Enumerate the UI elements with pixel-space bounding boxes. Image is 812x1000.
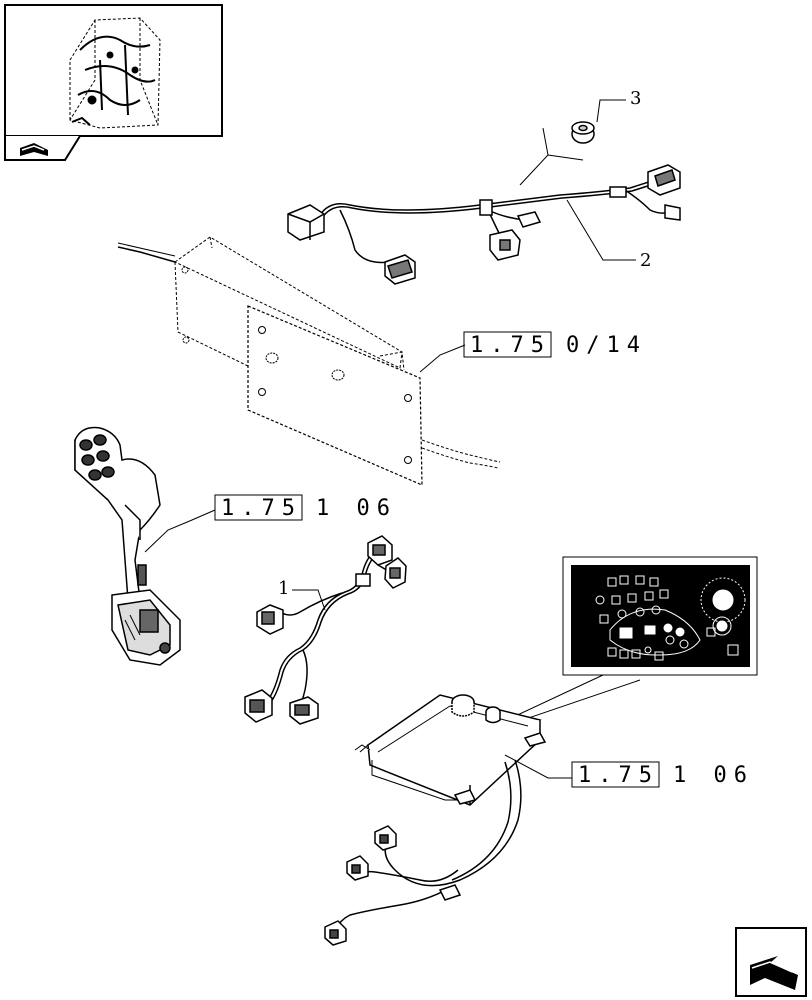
- thumbnail-panel[interactable]: [4, 4, 223, 161]
- reference-b-boxed: 1.75: [221, 496, 302, 521]
- leader-ref-c: [504, 754, 572, 779]
- connector-2a: [287, 204, 325, 241]
- panel-switch-icons: [595, 575, 739, 661]
- connector-1d: [244, 689, 273, 723]
- leader-ref-b: [144, 509, 216, 553]
- reference-b[interactable]: 1.75 1 06: [214, 494, 397, 521]
- book-arrow-icon[interactable]: [20, 143, 48, 156]
- reference-a[interactable]: 1.75 0/14: [463, 331, 647, 358]
- connector-cu-c: [324, 920, 347, 946]
- reference-c-boxed: 1.75: [578, 763, 659, 788]
- reference-a-boxed: 1.75: [470, 333, 551, 358]
- panel-dial: [700, 577, 746, 636]
- connector-2c: [489, 211, 542, 261]
- leader-3: [596, 99, 626, 123]
- next-page-arrow-icon[interactable]: [735, 927, 807, 997]
- leader-1: [292, 589, 326, 611]
- connector-1b: [384, 557, 407, 589]
- leader-2: [566, 199, 636, 261]
- connector-cu-a: [374, 825, 397, 851]
- connector-cu-b: [346, 855, 369, 881]
- console-bracket: [117, 236, 501, 486]
- panel-inset: [562, 556, 758, 676]
- reference-c-suffix: 1 06: [673, 763, 754, 788]
- callout-3: 3: [630, 88, 641, 109]
- control-unit: [354, 694, 547, 806]
- harness-1: [267, 549, 396, 709]
- leader-ref-a: [419, 344, 466, 373]
- grommet-part: [571, 121, 595, 144]
- reference-c[interactable]: 1.75 1 06: [571, 761, 754, 788]
- reference-b-suffix: 1 06: [316, 496, 397, 521]
- joystick-part: [74, 426, 181, 666]
- reference-a-suffix: 0/14: [566, 333, 647, 358]
- connector-1e: [289, 696, 319, 725]
- connector-1a: [367, 535, 393, 566]
- connector-2d: [647, 164, 681, 221]
- connector-1c: [256, 604, 284, 635]
- cab-harness-thumbnail: [69, 17, 161, 129]
- leader-2-check: [519, 127, 584, 186]
- callout-2: 2: [640, 250, 651, 271]
- callout-1: 1: [278, 578, 289, 599]
- harness-2: [319, 179, 671, 264]
- connector-2b: [384, 254, 416, 285]
